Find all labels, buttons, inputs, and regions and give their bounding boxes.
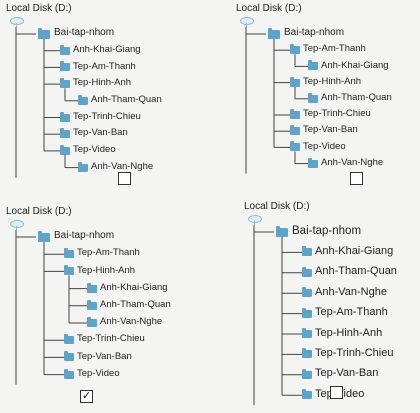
root-drive-label: Local Disk (D:) xyxy=(6,3,72,14)
drive-icon xyxy=(248,215,262,223)
tree-connector-lines xyxy=(245,27,308,174)
folder-icon xyxy=(276,226,288,237)
root-drive-label: Local Disk (D:) xyxy=(6,206,72,217)
folder-icon xyxy=(87,282,97,293)
tree-node-label: Tep-Trinh-Chieu xyxy=(73,110,141,122)
tree-node-label: Tep-Van-Ban xyxy=(303,124,358,136)
folder-icon xyxy=(268,28,280,39)
folder-icon xyxy=(60,144,70,155)
answer-checkbox[interactable] xyxy=(118,172,131,185)
folder-icon xyxy=(60,44,70,55)
drive-stem-icon xyxy=(16,23,17,27)
tree-node-label: Tep-Am-Thanh xyxy=(77,247,140,259)
folder-icon xyxy=(308,157,318,168)
folder-icon xyxy=(302,389,312,400)
folder-icon xyxy=(302,348,312,359)
folder-icon xyxy=(64,368,74,379)
tree-node-label: Tep-Van-Ban xyxy=(77,350,132,362)
tree-node-label: Anh-Khai-Giang xyxy=(73,43,141,55)
answer-checkbox[interactable] xyxy=(350,172,363,185)
folder-icon xyxy=(302,328,312,338)
folder-icon xyxy=(60,128,70,139)
folder-icon xyxy=(302,368,312,379)
tree-node-label: Anh-Van-Nghe xyxy=(100,316,163,328)
tree-connector-lines xyxy=(253,225,302,406)
folder-icon xyxy=(87,299,97,310)
drive-stem-icon xyxy=(246,23,247,27)
tree-node-label: Anh-Van-Nghe xyxy=(321,156,384,168)
folder-icon xyxy=(302,287,312,298)
answer-checkbox[interactable]: ✓ xyxy=(80,390,93,403)
drive-stem-icon xyxy=(254,221,255,225)
folder-label: Bai-tap-nhom xyxy=(292,224,362,237)
folder-label: Bai-tap-nhom xyxy=(284,27,345,39)
tree-node-label: Anh-Tham-Quan xyxy=(91,94,162,106)
tree-node-label: Anh-Van-Nghe xyxy=(91,160,154,172)
tree-node-label: Tep-Video xyxy=(73,144,116,156)
folder-icon xyxy=(38,231,50,242)
tree-node-label: Tep-Trinh-Chieu xyxy=(315,346,394,359)
folder-label: Bai-tap-nhom xyxy=(54,27,115,39)
folder-icon xyxy=(290,141,300,152)
tree-node-label: Anh-Tham-Quan xyxy=(315,265,397,278)
tree-node-label: Anh-Khai-Giang xyxy=(315,244,394,257)
folder-icon xyxy=(308,92,318,103)
folder-icon xyxy=(64,248,74,259)
tree-node-label: Tep-Van-Ban xyxy=(315,367,379,380)
folder-icon xyxy=(60,78,70,89)
tree-connector-lines xyxy=(15,230,87,385)
tree-connector-lines xyxy=(15,27,78,178)
tree-node-label: Tep-Hinh-Anh xyxy=(315,326,383,339)
folder-icon xyxy=(308,60,318,71)
folder-icon xyxy=(64,265,74,276)
tree-node-label: Anh-Khai-Giang xyxy=(321,59,389,71)
folder-icon xyxy=(290,125,300,136)
folder-icon xyxy=(290,109,300,119)
tree-node-label: Tep-Video xyxy=(77,367,120,379)
folder-icon xyxy=(290,76,300,87)
folder-icon xyxy=(78,94,88,105)
tree-node-label: Tep-Am-Thanh xyxy=(73,60,136,72)
root-drive-label: Local Disk (D:) xyxy=(244,201,310,212)
tree-node-label: Tep-Am-Thanh xyxy=(303,43,366,55)
folder-icon xyxy=(290,44,300,55)
answer-checkbox[interactable] xyxy=(330,386,343,399)
tree-node-label: Anh-Van-Nghe xyxy=(315,285,387,298)
drive-icon xyxy=(10,17,24,25)
drive-stem-icon xyxy=(16,226,17,230)
folder-icon xyxy=(78,161,88,172)
folder-icon xyxy=(87,317,97,327)
folder-icon xyxy=(302,307,312,318)
folder-icon xyxy=(60,111,70,122)
tree-node-label: Anh-Tham-Quan xyxy=(321,92,392,104)
tree-node-label: Tep-Hinh-Anh xyxy=(77,264,136,276)
root-drive-label: Local Disk (D:) xyxy=(236,3,302,14)
folder-icon xyxy=(64,351,74,362)
folder-icon xyxy=(60,61,70,72)
drive-icon xyxy=(240,17,254,25)
tree-node-label: Tep-Trinh-Chieu xyxy=(303,108,371,120)
tree-node-label: Tep-Am-Thanh xyxy=(315,306,388,319)
tree-node-label: Tep-Hinh-Anh xyxy=(73,77,132,89)
folder-label: Bai-tap-nhom xyxy=(54,230,115,242)
tree-node-label: Tep-Video xyxy=(303,140,346,152)
drive-icon xyxy=(10,220,24,228)
folder-icon xyxy=(38,28,50,39)
tree-node-label: Anh-Tham-Quan xyxy=(100,299,171,311)
folder-icon xyxy=(302,266,312,277)
tree-node-label: Anh-Khai-Giang xyxy=(100,281,168,293)
tree-node-label: Tep-Trinh-Chieu xyxy=(77,333,145,345)
tree-node-label: Tep-Van-Ban xyxy=(73,127,128,139)
tree-node-label: Tep-Hinh-Anh xyxy=(303,75,362,87)
folder-icon xyxy=(302,246,312,257)
folder-icon xyxy=(64,334,74,345)
